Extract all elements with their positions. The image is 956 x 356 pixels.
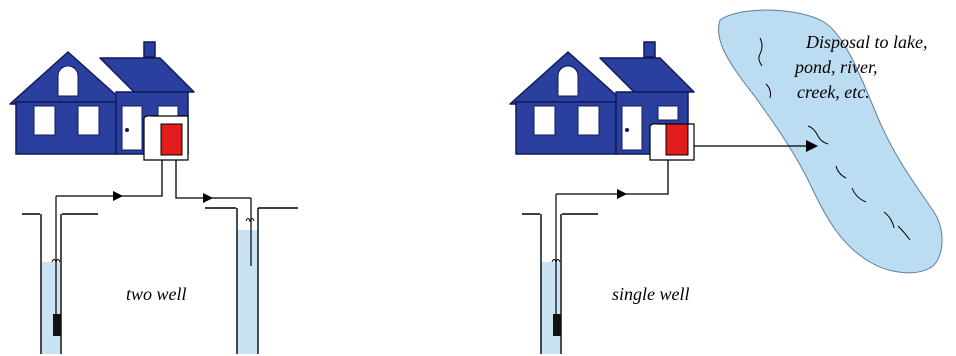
flow-arrow-icon xyxy=(203,193,213,203)
lake-shape xyxy=(718,9,943,274)
return-well xyxy=(236,198,259,354)
heat-pump-icon xyxy=(160,123,183,156)
submersible-pump-icon xyxy=(553,314,561,336)
disposal-note: Disposal to lake, pond, river, creek, et… xyxy=(793,32,928,102)
left-system: two well xyxy=(9,41,298,354)
flow-arrow-icon xyxy=(806,140,818,152)
right-system: single well Disposal to lake, pond, rive… xyxy=(509,9,943,354)
disposal-note-line: pond, river, xyxy=(793,57,878,77)
disposal-note-line: Disposal to lake, xyxy=(805,32,928,52)
water-ripple-icon xyxy=(758,37,911,241)
supply-well xyxy=(40,196,62,354)
caption-two-well: two well xyxy=(126,284,187,304)
submersible-pump-icon xyxy=(53,314,61,336)
return-pipe xyxy=(175,160,251,199)
supply-pipe xyxy=(56,160,163,197)
caption-single-well: single well xyxy=(612,284,690,304)
disposal-note-line: creek, etc. xyxy=(797,82,870,102)
flow-arrow-icon xyxy=(617,189,627,199)
flow-arrow-icon xyxy=(113,191,123,201)
supply-pipe xyxy=(556,160,669,195)
single-well xyxy=(540,194,562,354)
heat-pump-icon xyxy=(665,123,689,156)
